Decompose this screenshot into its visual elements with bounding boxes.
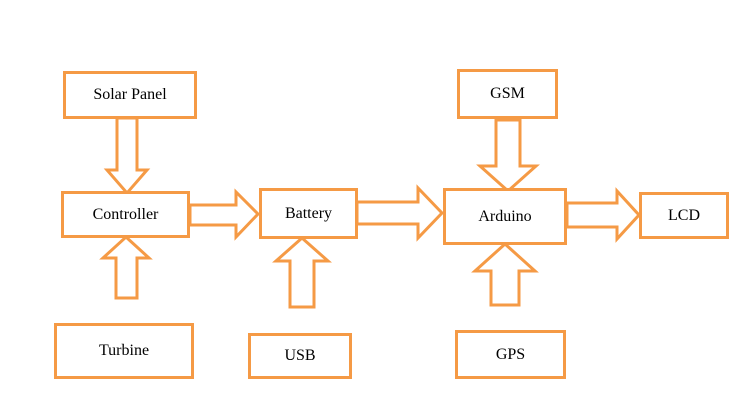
usb-label: USB [284, 347, 316, 364]
gsm-block: GSM [457, 69, 558, 119]
arrow-gsm-to-arduino [476, 118, 540, 194]
turbine-label: Turbine [98, 342, 150, 359]
controller-label: Controller [92, 205, 159, 223]
arrow-gps-to-arduino [471, 241, 539, 307]
battery-label: Battery [284, 204, 333, 222]
battery-block: Battery [259, 188, 358, 239]
solar-panel-label: Solar Panel [93, 86, 167, 103]
arrow-arduino-to-lcd [565, 187, 642, 243]
arrow-solar-to-controller [103, 116, 151, 196]
turbine-block: Turbine [54, 323, 194, 379]
solar-panel-block: Solar Panel [63, 71, 197, 119]
arrow-usb-to-battery [272, 235, 332, 309]
controller-block: Controller [61, 191, 190, 238]
gps-block: GPS [455, 330, 566, 379]
arrow-controller-to-battery [188, 188, 261, 241]
arduino-block: Arduino [443, 188, 567, 245]
gps-label: GPS [495, 345, 526, 363]
lcd-label: LCD [668, 206, 700, 224]
lcd-block: LCD [639, 192, 729, 239]
arrow-battery-to-arduino [355, 184, 445, 242]
gsm-label: GSM [490, 85, 525, 102]
arrow-turbine-to-controller [99, 234, 153, 300]
usb-block: USB [248, 333, 352, 379]
arduino-label: Arduino [478, 207, 532, 225]
